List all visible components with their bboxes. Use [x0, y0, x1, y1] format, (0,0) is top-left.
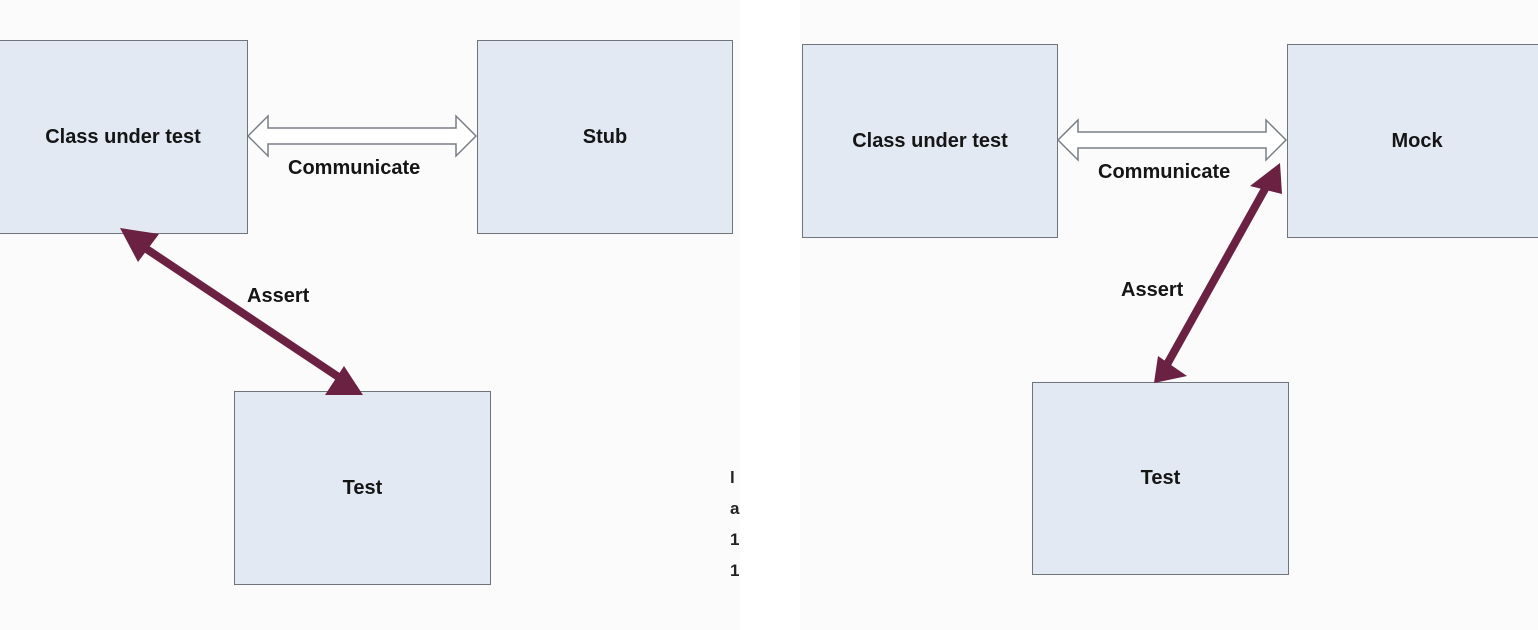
- assert-label: Assert: [247, 285, 310, 307]
- communicate-arrow: [1056, 118, 1288, 162]
- assert-label: Assert: [1121, 279, 1184, 301]
- assert-arrowhead-bottom: [1154, 356, 1187, 383]
- mock-box: Mock: [1287, 44, 1538, 238]
- fragment-line: l: [730, 468, 735, 487]
- test-box: Test: [234, 391, 491, 585]
- assert-arrowhead-top: [1250, 163, 1282, 194]
- assert-arrow-shaft: [1161, 178, 1274, 370]
- cropped-text-fragment: l a 1 1: [730, 462, 740, 586]
- test-box: Test: [1032, 382, 1289, 575]
- communicate-arrow: [246, 114, 478, 158]
- assert-arrowhead-bottom: [325, 366, 363, 395]
- class-under-test-box: Class under test: [802, 44, 1058, 238]
- assert-arrow-shaft: [133, 238, 349, 386]
- assert-arrowhead-top: [120, 228, 159, 262]
- fragment-line: 1: [730, 561, 740, 580]
- stub-box: Stub: [477, 40, 733, 234]
- communicate-label: Communicate: [1098, 161, 1231, 183]
- communicate-label: Communicate: [288, 157, 421, 179]
- class-under-test-box: Class under test: [0, 40, 248, 234]
- fragment-line: 1: [730, 530, 740, 549]
- fragment-line: a: [730, 499, 740, 518]
